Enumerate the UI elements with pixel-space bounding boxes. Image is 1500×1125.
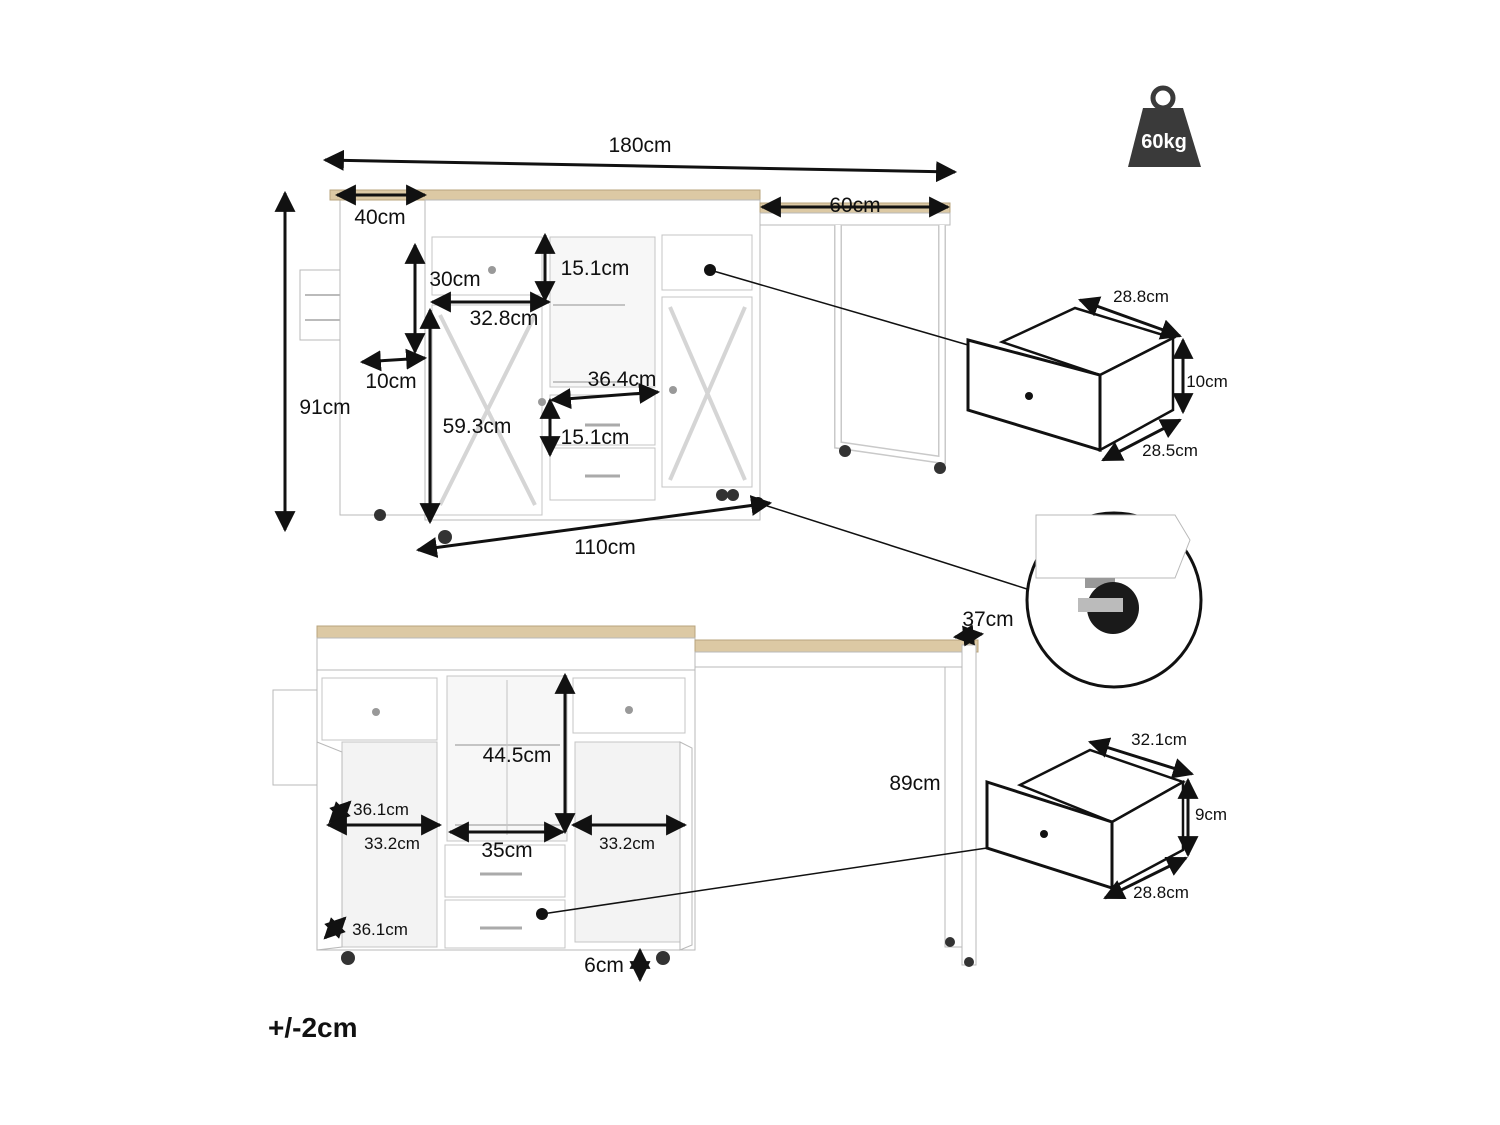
dim-door-height: 59.3cm: [443, 415, 512, 438]
dim-center-width: 36.4cm: [588, 368, 657, 391]
drawer-bottom-width-front: 28.8cm: [1133, 883, 1189, 902]
wheel-detail: [752, 497, 1203, 689]
bottom-cabinet-illustration: [272, 625, 979, 967]
dim-extension-width: 60cm: [829, 194, 880, 217]
dim-left-door-lower: 36.1cm: [352, 920, 408, 939]
top-cabinet-illustration: [299, 189, 951, 544]
dim-height: 91cm: [299, 396, 350, 419]
top-dimension-labels: 180cm 40cm 60cm 91cm 30cm 15.1cm 32.8cm …: [299, 134, 880, 559]
dim-shelf-height-lower: 15.1cm: [561, 426, 630, 449]
dim-center-inner-width: 35cm: [481, 839, 532, 862]
dim-left-inner-width: 33.2cm: [364, 834, 420, 853]
dim-left-door-upper: 36.1cm: [353, 800, 409, 819]
tolerance-note: +/-2cm: [268, 1012, 358, 1043]
dim-wheel-height: 6cm: [584, 954, 624, 977]
dim-center-height: 44.5cm: [483, 744, 552, 767]
drawer-bottom-width-back: 32.1cm: [1131, 730, 1187, 749]
dim-extension-depth: 37cm: [962, 608, 1013, 631]
drawer-bottom-height: 9cm: [1195, 805, 1227, 824]
dim-right-inner-width: 33.2cm: [599, 834, 655, 853]
dim-total-width: 180cm: [608, 134, 671, 157]
dim-drawer-height: 30cm: [429, 268, 480, 291]
drawer-top-height: 10cm: [1186, 372, 1228, 391]
drawer-detail-top: 28.8cm 10cm 28.5cm: [704, 264, 1228, 462]
weight-icon: 60kg: [1128, 85, 1201, 167]
bottom-dimension-lines: [323, 624, 985, 983]
dim-shelf-height-upper: 15.1cm: [561, 257, 630, 280]
dim-side-rack-depth: 10cm: [365, 370, 416, 393]
dim-base-width: 110cm: [574, 536, 635, 559]
weight-label: 60kg: [1141, 131, 1187, 153]
dim-extension-height: 89cm: [889, 772, 940, 795]
drawer-top-width-back: 28.8cm: [1113, 287, 1169, 306]
top-dimension-lines: [274, 149, 958, 558]
dim-top-left-depth: 40cm: [354, 206, 405, 229]
drawer-detail-bottom: 32.1cm 9cm 28.8cm: [536, 730, 1227, 920]
drawer-top-width-front: 28.5cm: [1142, 441, 1198, 460]
dim-drawer-width: 32.8cm: [470, 307, 539, 330]
bottom-dimension-labels: 37cm 44.5cm 89cm 36.1cm 33.2cm 35cm 33.2…: [352, 608, 1014, 977]
